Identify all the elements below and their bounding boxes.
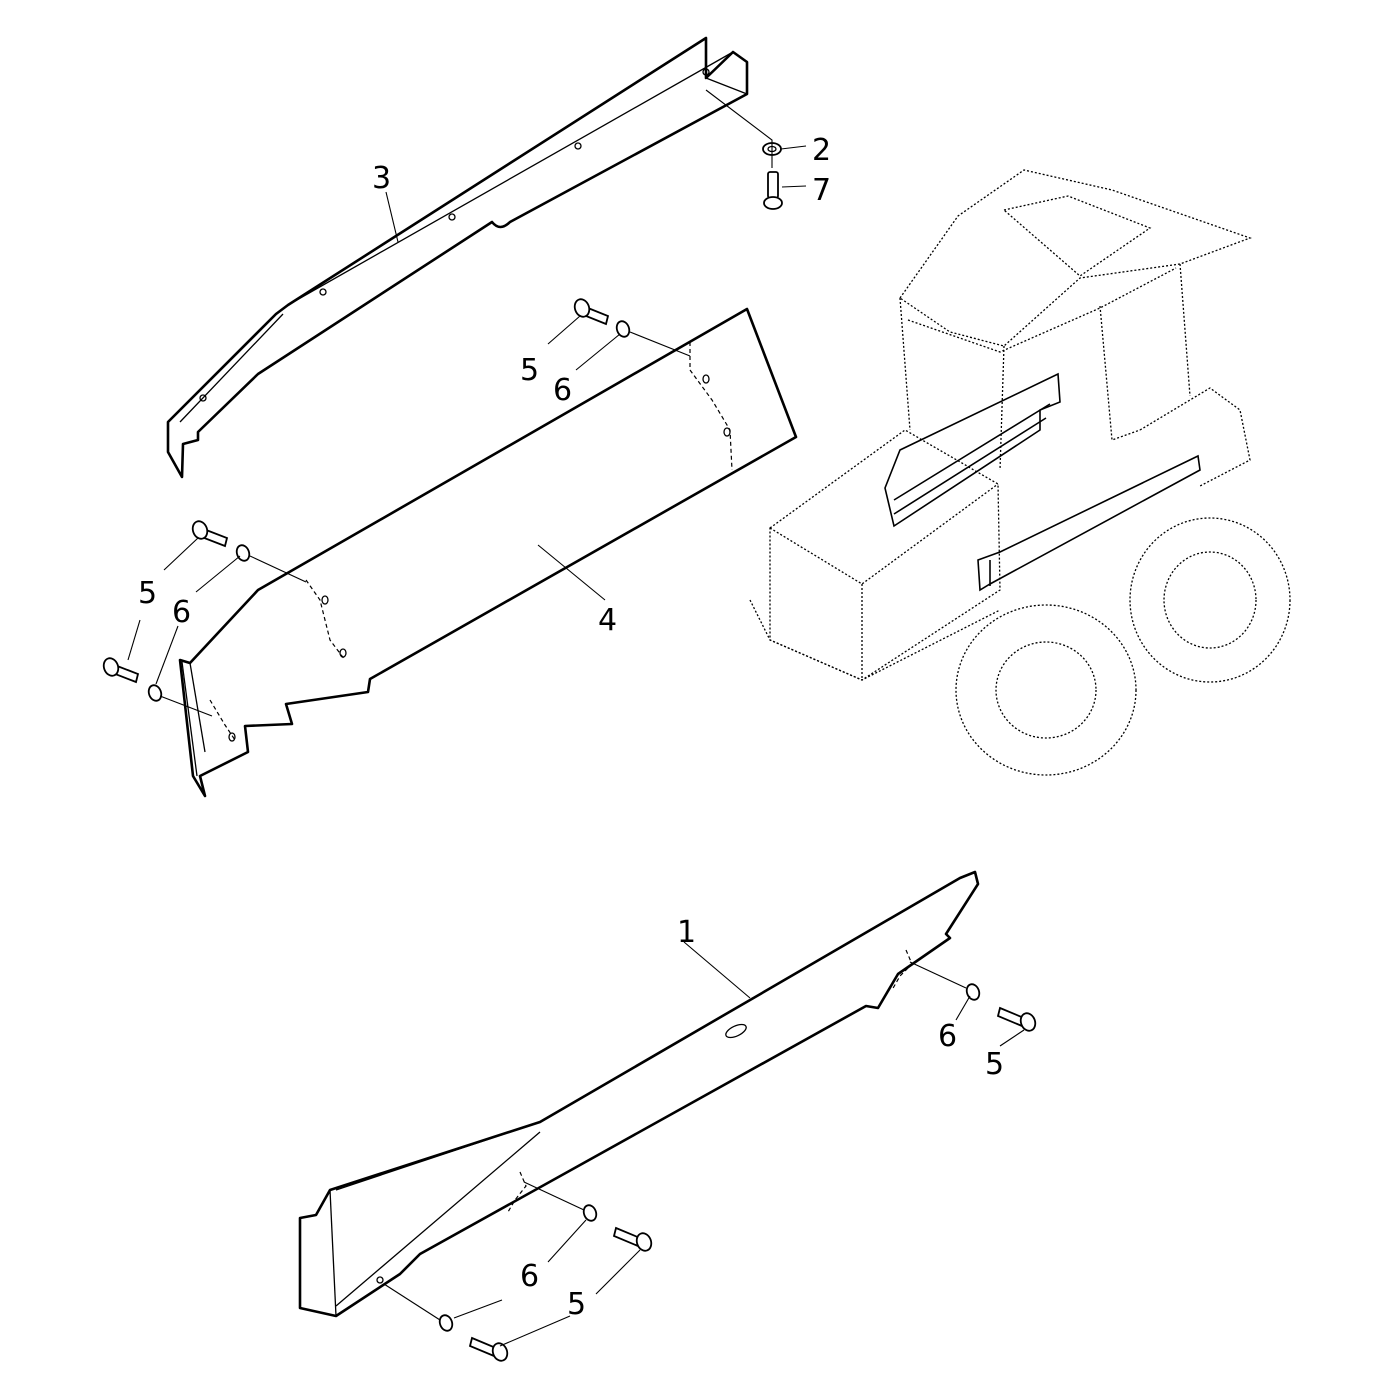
part-1-lower-cover — [298, 870, 980, 1318]
callout-labels: 3 2 7 5 6 5 6 4 1 6 5 6 5 — [138, 133, 1004, 1322]
callout-5-upper: 5 — [520, 353, 539, 388]
machine-reference-outline — [749, 169, 1291, 776]
bolt-5-part1-left — [468, 1336, 509, 1362]
washer-6-part1-mid — [582, 1204, 598, 1222]
part-3-upper-cover — [166, 36, 749, 479]
fastener-axis-lines — [159, 89, 967, 1321]
callout-5-part1-mid: 5 — [567, 1287, 586, 1322]
washer-6-left-lower — [147, 684, 163, 702]
callout-5-left-upper: 5 — [138, 576, 157, 611]
callout-6-part1-mid: 6 — [520, 1259, 539, 1294]
bolt-5-part1-mid — [612, 1226, 653, 1252]
washer-6-upper — [615, 320, 631, 338]
bolt-5-left-upper — [191, 520, 229, 548]
washer-6-part1-right — [965, 983, 981, 1001]
bolt-5-upper — [573, 298, 610, 326]
callout-7: 7 — [812, 173, 831, 208]
callout-2: 2 — [812, 133, 831, 168]
washer-6-left-upper — [235, 544, 251, 562]
bolt-7 — [763, 171, 783, 210]
callout-6-left: 6 — [172, 595, 191, 630]
callout-4: 4 — [598, 603, 617, 638]
callout-leaders — [127, 145, 1025, 1347]
part-4-side-panel — [178, 307, 798, 798]
callout-3: 3 — [372, 161, 391, 196]
washer-6-part1-left — [438, 1314, 454, 1332]
callout-1: 1 — [677, 915, 696, 950]
callout-6-part1-right: 6 — [938, 1019, 957, 1054]
bolt-5-part1-right — [996, 1006, 1037, 1032]
callout-5-part1-right: 5 — [985, 1047, 1004, 1082]
callout-6-upper: 6 — [553, 373, 572, 408]
bolt-5-left-lower — [102, 657, 140, 684]
